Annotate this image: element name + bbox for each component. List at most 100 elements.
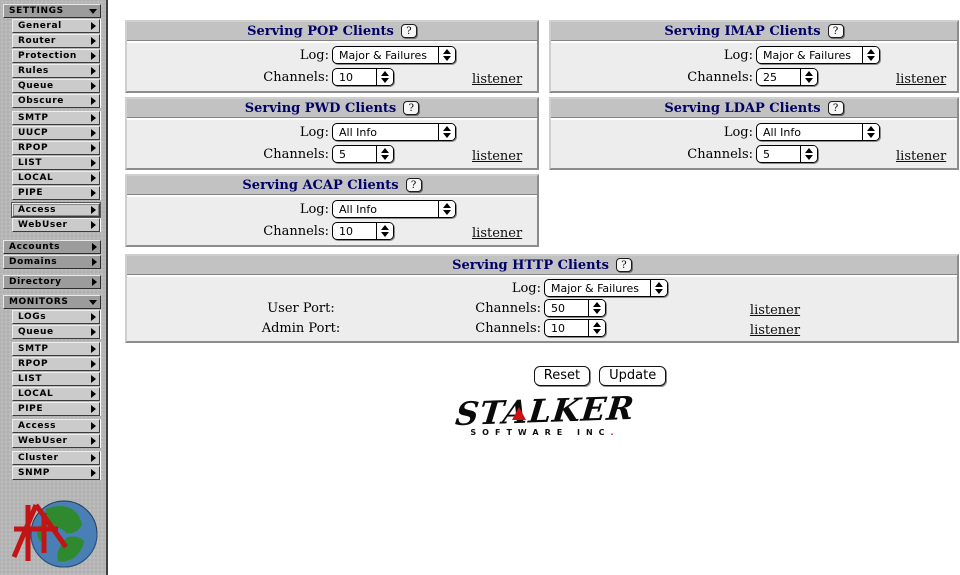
stepper-arrows-icon xyxy=(800,69,817,85)
panel-title: Serving PWD Clients xyxy=(244,100,397,116)
help-icon[interactable]: ? xyxy=(827,101,844,115)
sidebar-item-obscure[interactable]: Obscure xyxy=(12,94,100,108)
help-icon[interactable]: ? xyxy=(405,178,422,192)
sidebar-item-snmp[interactable]: SNMP xyxy=(12,466,100,480)
reset-button[interactable]: Reset xyxy=(533,366,591,386)
admin-port-channels-select[interactable]: 10 xyxy=(544,319,606,337)
sidebar-item-monitor-list[interactable]: LIST xyxy=(12,372,100,386)
sidebar-item-protection[interactable]: Protection xyxy=(12,49,100,63)
stepper-arrows-icon xyxy=(862,47,879,63)
channels-select[interactable]: 5 xyxy=(756,145,818,163)
sidebar-item-access[interactable]: Access xyxy=(12,203,100,217)
sidebar-item-list[interactable]: LIST xyxy=(12,156,100,170)
listener-link[interactable]: listener xyxy=(896,71,947,87)
user-port-channels-select[interactable]: 50 xyxy=(544,299,606,317)
log-select[interactable]: Major & Failures xyxy=(544,279,668,297)
help-icon[interactable]: ? xyxy=(827,24,844,38)
log-select[interactable]: All Info xyxy=(332,123,456,141)
sidebar-item-monitors[interactable]: MONITORS xyxy=(3,295,101,309)
sidebar-item-uucp[interactable]: UUCP xyxy=(12,126,100,140)
chevron-right-icon xyxy=(91,129,96,137)
listener-link[interactable]: listener xyxy=(472,225,523,241)
panel-title: Serving ACAP Clients xyxy=(242,177,399,193)
chevron-right-icon xyxy=(92,278,97,286)
sidebar-item-monitor-queue[interactable]: Queue xyxy=(12,325,100,339)
channels-label: Channels: xyxy=(687,69,753,85)
channels-label: Channels: xyxy=(263,69,329,85)
log-select[interactable]: Major & Failures xyxy=(332,46,456,64)
stepper-arrows-icon xyxy=(800,146,817,162)
chevron-right-icon xyxy=(91,37,96,45)
chevron-right-icon xyxy=(91,345,96,353)
sidebar-item-smtp[interactable]: SMTP xyxy=(12,111,100,125)
help-icon[interactable]: ? xyxy=(615,258,632,272)
sidebar-item-accounts[interactable]: Accounts xyxy=(3,240,101,254)
logo-red-triangle-icon xyxy=(512,407,526,420)
log-select[interactable]: All Info xyxy=(332,200,456,218)
chevron-down-icon xyxy=(89,8,97,14)
sidebar-item-logs[interactable]: LOGs xyxy=(12,310,100,324)
sidebar-item-cluster[interactable]: Cluster xyxy=(12,451,100,465)
sidebar: SETTINGS General Router Protection Rules… xyxy=(0,0,108,575)
stepper-arrows-icon xyxy=(376,69,393,85)
sidebar-item-rules[interactable]: Rules xyxy=(12,64,100,78)
sidebar-item-general[interactable]: General xyxy=(12,19,100,33)
listener-link[interactable]: listener xyxy=(749,322,801,338)
log-label: Log: xyxy=(299,47,329,63)
sidebar-item-monitor-pipe[interactable]: PIPE xyxy=(12,402,100,416)
sidebar-item-directory[interactable]: Directory xyxy=(3,275,101,289)
sidebar-item-domains[interactable]: Domains xyxy=(3,255,101,269)
sidebar-item-pipe[interactable]: PIPE xyxy=(12,186,100,200)
log-select[interactable]: Major & Failures xyxy=(756,46,880,64)
panel-serving-imap-clients: Serving IMAP Clients ? Log: Major & Fail… xyxy=(549,20,959,93)
chevron-right-icon xyxy=(91,221,96,229)
sidebar-group-settings-modules: SMTP UUCP RPOP LIST LOCAL PIPE xyxy=(12,111,101,200)
sidebar-item-settings[interactable]: SETTINGS xyxy=(3,4,101,18)
listener-link[interactable]: listener xyxy=(472,148,523,164)
log-select[interactable]: All Info xyxy=(756,123,880,141)
sidebar-item-monitor-local[interactable]: LOCAL xyxy=(12,387,100,401)
channels-select[interactable]: 10 xyxy=(332,68,394,86)
chevron-right-icon xyxy=(91,97,96,105)
panel-title: Serving HTTP Clients xyxy=(452,257,609,273)
sidebar-item-monitor-smtp[interactable]: SMTP xyxy=(12,342,100,356)
chevron-right-icon xyxy=(91,469,96,477)
sidebar-item-rpop[interactable]: RPOP xyxy=(12,141,100,155)
sidebar-item-webuser[interactable]: WebUser xyxy=(12,218,100,232)
chevron-right-icon xyxy=(91,405,96,413)
panel-header: Serving IMAP Clients ? xyxy=(551,22,957,41)
channels-label: Channels: xyxy=(263,146,329,162)
chevron-right-icon xyxy=(91,22,96,30)
chevron-right-icon xyxy=(91,375,96,383)
chevron-right-icon xyxy=(91,67,96,75)
user-port-label: User Port: xyxy=(267,300,335,316)
stalker-wordmark: STALKER xyxy=(453,388,637,434)
sidebar-item-monitor-rpop[interactable]: RPOP xyxy=(12,357,100,371)
sidebar-item-queue[interactable]: Queue xyxy=(12,79,100,93)
update-button[interactable]: Update xyxy=(599,366,667,386)
log-label: Log: xyxy=(723,124,753,140)
chevron-right-icon xyxy=(91,454,96,462)
panel-title: Serving LDAP Clients xyxy=(664,100,821,116)
help-icon[interactable]: ? xyxy=(403,101,420,115)
sidebar-item-router[interactable]: Router xyxy=(12,34,100,48)
sidebar-item-monitor-access[interactable]: Access xyxy=(12,419,100,433)
form-actions: Reset Update xyxy=(490,366,710,386)
listener-link[interactable]: listener xyxy=(749,302,801,318)
listener-link[interactable]: listener xyxy=(896,148,947,164)
channels-label: Channels: xyxy=(475,300,541,316)
channels-select[interactable]: 10 xyxy=(332,222,394,240)
sidebar-item-monitor-webuser[interactable]: WebUser xyxy=(12,434,100,448)
panel-title: Serving POP Clients xyxy=(247,23,394,39)
log-label: Log: xyxy=(299,201,329,217)
communigate-globe-logo xyxy=(11,500,98,568)
channels-select[interactable]: 5 xyxy=(332,145,394,163)
panel-header: Serving ACAP Clients ? xyxy=(127,176,537,195)
help-icon[interactable]: ? xyxy=(400,24,417,38)
listener-link[interactable]: listener xyxy=(472,71,523,87)
panel-serving-acap-clients: Serving ACAP Clients ? Log: All Info Cha… xyxy=(125,174,539,247)
stepper-arrows-icon xyxy=(588,320,605,336)
panel-serving-http-clients: Serving HTTP Clients ? Log: Major & Fail… xyxy=(125,254,959,343)
channels-select[interactable]: 25 xyxy=(756,68,818,86)
sidebar-item-local[interactable]: LOCAL xyxy=(12,171,100,185)
